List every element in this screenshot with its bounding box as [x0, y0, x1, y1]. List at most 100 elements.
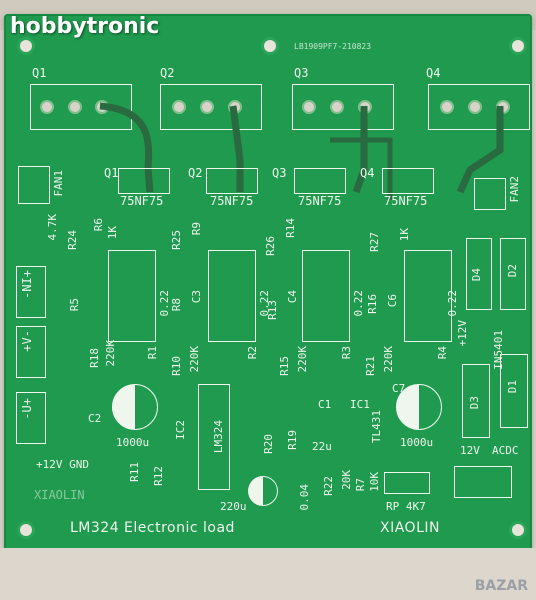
label-c2: C2	[88, 412, 102, 425]
label-0.04: 0.04	[298, 484, 311, 511]
nin-connector	[16, 266, 46, 318]
vin-connector	[16, 326, 46, 378]
label-ic1: IC1	[350, 398, 370, 411]
label-r12: R12	[152, 466, 165, 486]
watermark-text: hobbytronic	[10, 14, 160, 39]
q3-pad	[358, 100, 372, 114]
label-r13: R13	[266, 300, 279, 320]
label-r6: R6	[92, 218, 105, 232]
q4-pad	[440, 100, 454, 114]
label-q2-mid: Q2	[188, 166, 203, 180]
label-c2-value: 1000u	[116, 436, 150, 449]
fan1-connector	[18, 166, 50, 204]
q2-mid-footprint	[206, 168, 258, 194]
label-12v-gnd: +12V GND	[36, 458, 89, 471]
mount-hole-bl	[20, 524, 32, 536]
board-maker: XIAOLIN	[380, 520, 440, 536]
mount-hole-mid	[264, 40, 276, 52]
label-d1: D1	[506, 380, 519, 394]
label-4.7k-1: 4.7K	[46, 214, 59, 241]
label-r15-value: 220K	[296, 346, 309, 373]
label-r22: R22	[322, 476, 335, 496]
label-r25: R25	[170, 230, 183, 250]
label-r24: R24	[66, 230, 79, 250]
q2-pad	[200, 100, 214, 114]
label-r19: R19	[286, 430, 299, 450]
q3-mid-footprint	[294, 168, 346, 194]
label-fan2: FAN2	[508, 176, 521, 203]
label-r21: R21	[364, 356, 377, 376]
label-r8: R8	[170, 298, 183, 312]
label-q4-mid: Q4	[360, 166, 375, 180]
label-20k: 20K	[340, 470, 353, 490]
part-q1-mid: 75NF75	[120, 194, 164, 208]
label-xiaolin-left: XIAOLIN	[34, 488, 85, 502]
label-r1: R1	[146, 346, 159, 360]
ic2-footprint	[198, 384, 230, 490]
label-uin: -U+	[20, 398, 34, 420]
label-c7: C7	[392, 382, 406, 395]
label-q4-top: Q4	[426, 66, 441, 80]
label-r4: R4	[436, 346, 449, 360]
mount-hole-tr	[512, 40, 524, 52]
q2-pad	[172, 100, 186, 114]
label-1k-1: 1K	[106, 226, 119, 240]
q3-pad	[330, 100, 344, 114]
r4-footprint	[404, 250, 452, 342]
label-c7-value: 1000u	[400, 436, 434, 449]
q4-pad	[496, 100, 510, 114]
d2-footprint	[500, 238, 526, 310]
board-serial: LB1909PF7-210823	[294, 42, 372, 51]
label-r16: R16	[366, 294, 379, 314]
label-c6: C6	[386, 294, 399, 308]
mount-hole-br	[512, 524, 524, 536]
c7-capacitor	[396, 384, 442, 430]
q4-mid-footprint	[382, 168, 434, 194]
label-nin: -NI+	[20, 270, 34, 299]
q1-pad	[95, 100, 109, 114]
label-d3: D3	[468, 396, 481, 410]
label-r14: R14	[284, 218, 297, 238]
mount-hole-tl	[20, 40, 32, 52]
label-fan1: FAN1	[52, 170, 65, 197]
label-1k-4: 1K	[398, 228, 411, 242]
label-r4-value: 0.22	[446, 290, 459, 317]
label-acdc: ACDC	[492, 444, 519, 457]
label-220u: 220u	[220, 500, 247, 513]
label-10k: 10K	[368, 472, 381, 492]
part-q2-mid: 75NF75	[210, 194, 254, 208]
c220u-capacitor	[248, 476, 278, 506]
label-r9: R9	[190, 222, 203, 236]
label-q3-top: Q3	[294, 66, 309, 80]
d4-footprint	[466, 238, 492, 310]
q3-pad	[302, 100, 316, 114]
label-c3: C3	[190, 290, 203, 304]
label-ic2: IC2	[174, 420, 187, 440]
q2-pad	[228, 100, 242, 114]
label-r15: R15	[278, 356, 291, 376]
d1-footprint	[500, 354, 528, 428]
label-q1-mid: Q1	[104, 166, 119, 180]
label-r3: R3	[340, 346, 353, 360]
fan2-connector	[474, 178, 506, 210]
q4-pad	[468, 100, 482, 114]
board-title: LM324 Electronic load	[70, 520, 235, 536]
label-r11: R11	[128, 462, 141, 482]
rp-footprint	[384, 472, 430, 494]
label-tl431: TL431	[370, 410, 383, 444]
label-12v-b: 12V	[460, 444, 480, 457]
label-r7: R7	[354, 478, 367, 492]
label-r5: R5	[68, 298, 81, 312]
label-c4: C4	[286, 290, 299, 304]
uin-connector	[16, 392, 46, 444]
q2-footprint	[160, 84, 262, 130]
label-rp: RP 4K7	[386, 500, 426, 513]
q1-mid-footprint	[118, 168, 170, 194]
label-vin: +V-	[20, 330, 34, 352]
dc-jack-footprint	[454, 466, 512, 498]
label-d2: D2	[506, 264, 519, 278]
q1-pad	[40, 100, 54, 114]
label-q1-top: Q1	[32, 66, 47, 80]
label-lm324: LM324	[212, 420, 225, 454]
label-r2: R2	[246, 346, 259, 360]
